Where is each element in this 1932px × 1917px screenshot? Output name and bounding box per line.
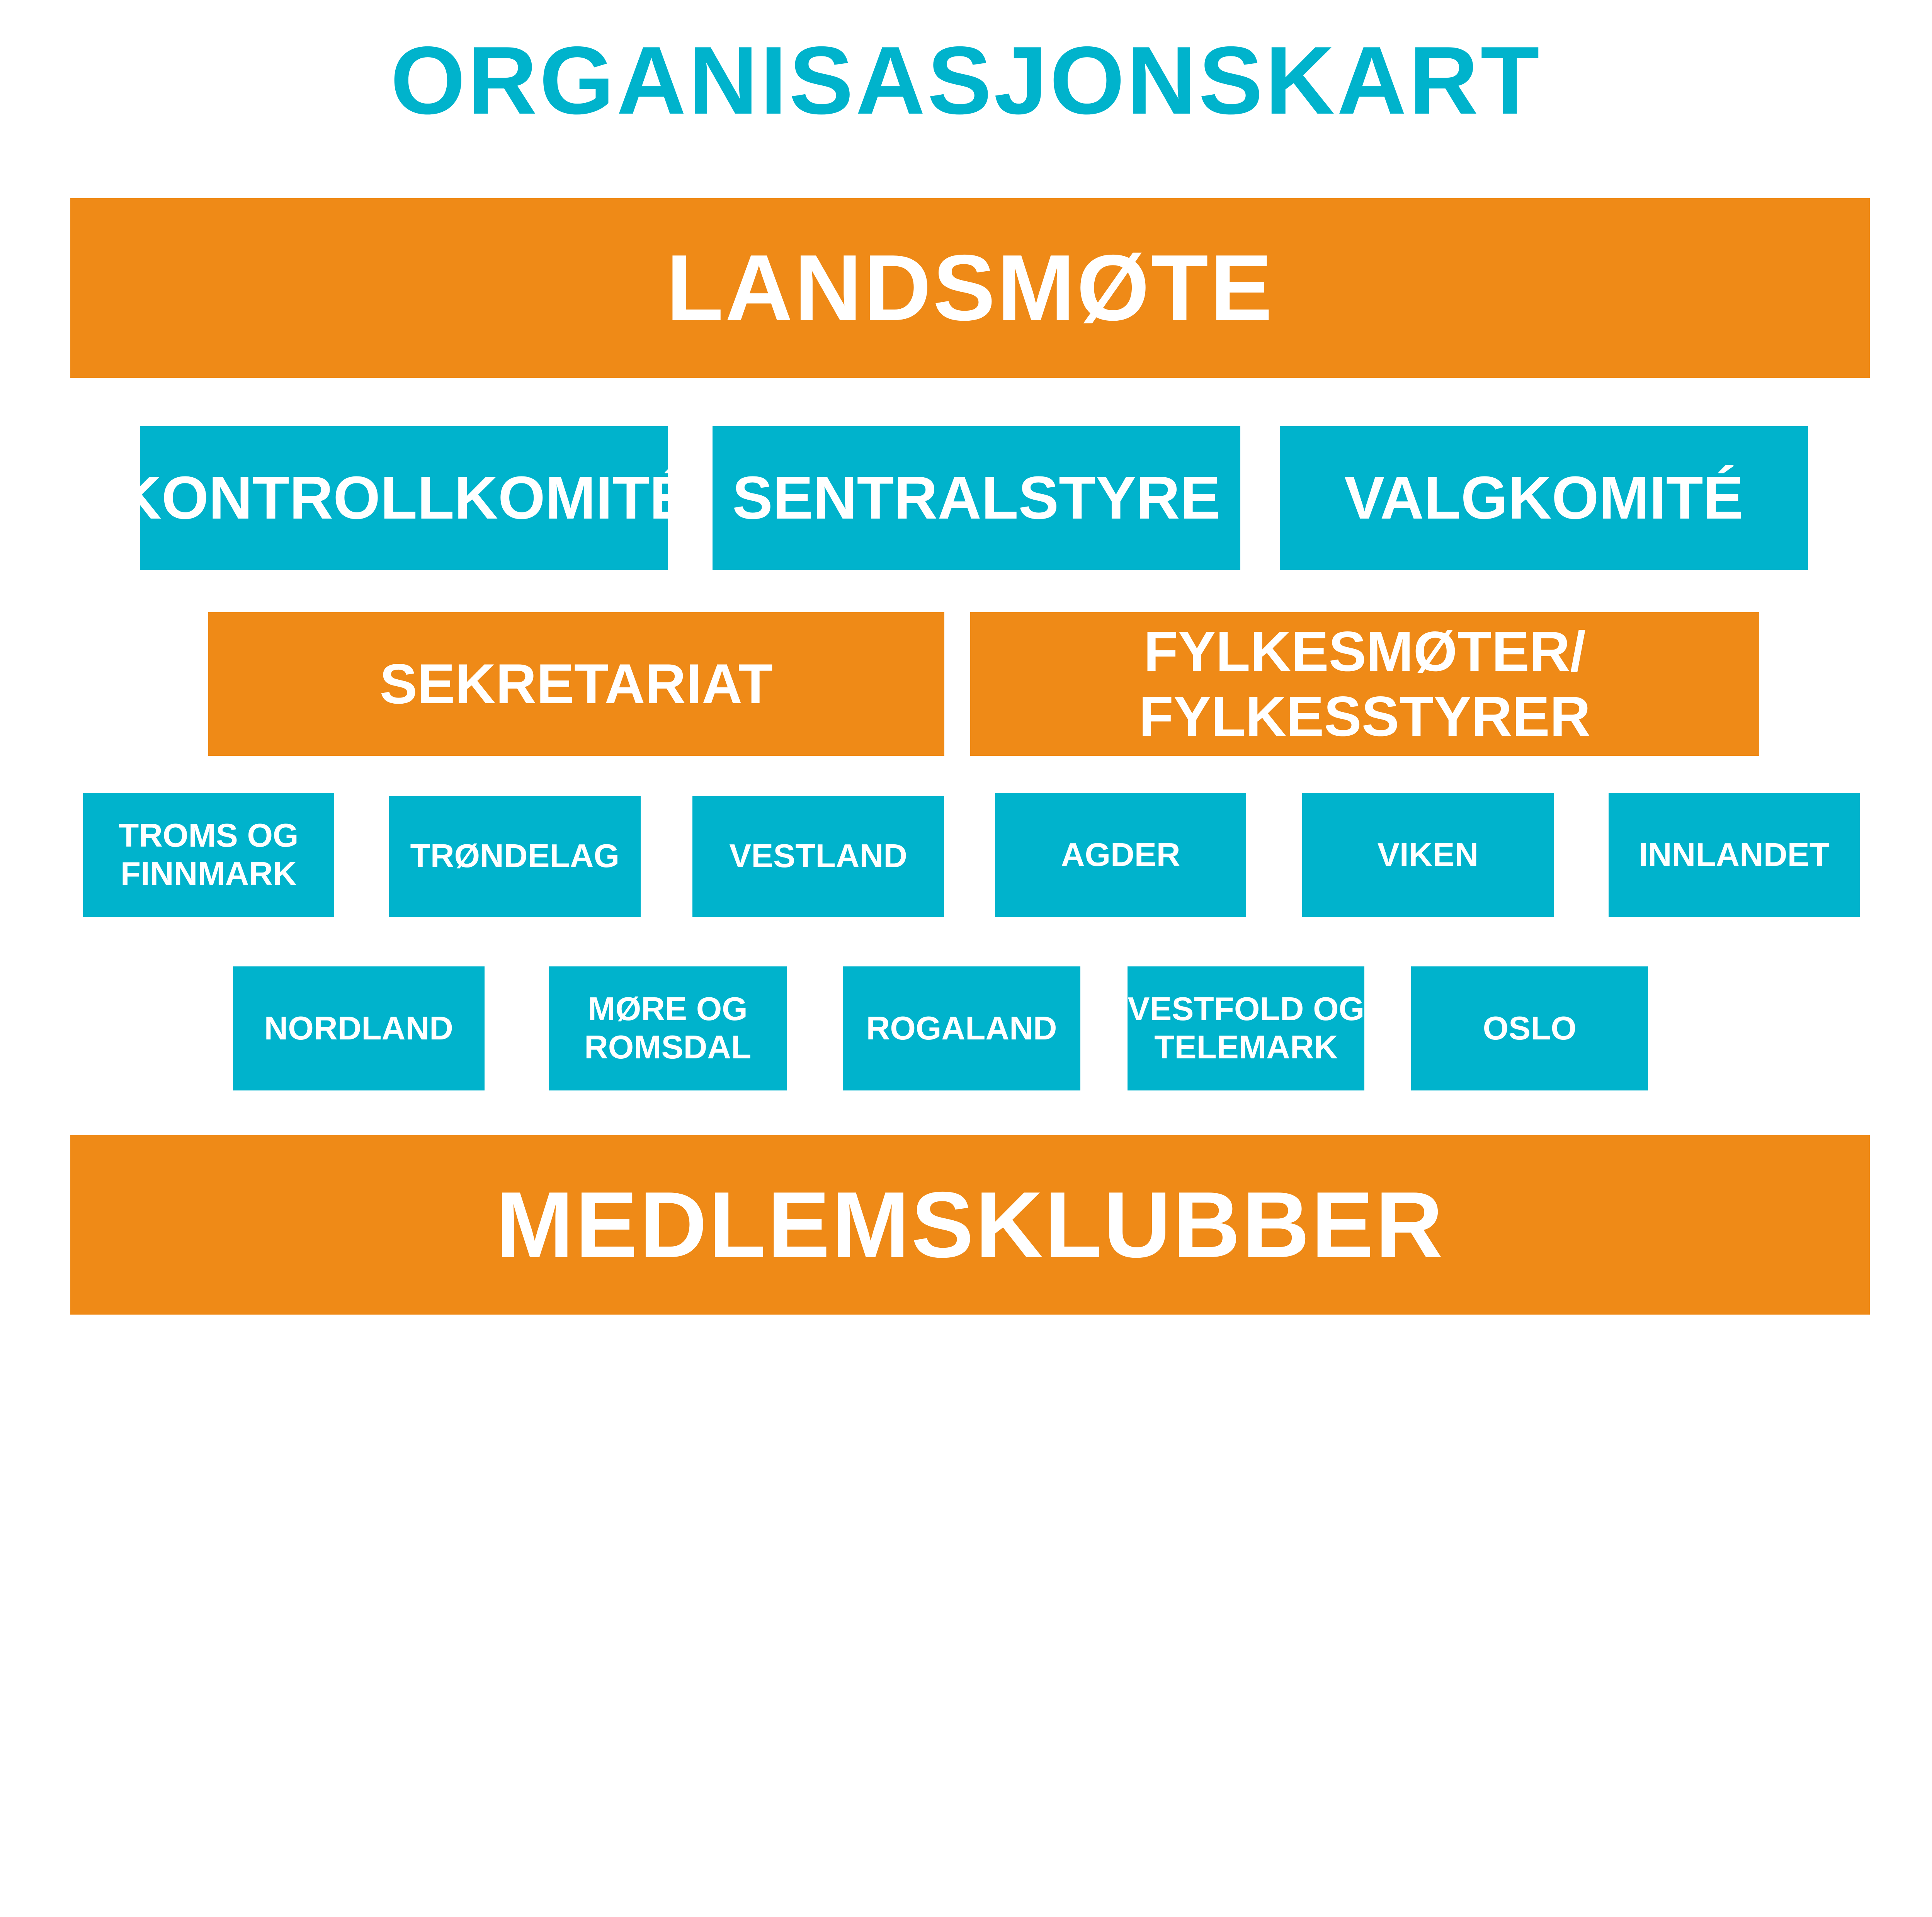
valgkomite-box: VALGKOMITÉ <box>1280 426 1808 570</box>
county-box: VESTLAND <box>692 796 944 917</box>
chart-title: ORGANISASJONSKART <box>390 26 1542 134</box>
county-box: NORDLAND <box>233 966 485 1091</box>
fylkesmoter-box: FYLKESMØTER/ FYLKESSTYRER <box>970 612 1760 756</box>
county-box: INNLANDET <box>1608 793 1860 917</box>
county-box: VIKEN <box>1302 793 1554 917</box>
org-chart: ORGANISASJONSKART LANDSMØTE KONTROLLKOMI… <box>70 26 1870 1315</box>
landsmote-box: LANDSMØTE <box>70 198 1870 378</box>
county-box: MØRE OG ROMSDAL <box>549 966 787 1091</box>
medlemsklubber-box: MEDLEMSKLUBBER <box>70 1135 1870 1315</box>
county-box: TRØNDELAG <box>389 796 641 917</box>
county-box: ROGALAND <box>842 966 1081 1091</box>
county-box: TROMS OG FINNMARK <box>83 793 335 917</box>
kontrollkomite-box: KONTROLLKOMITÉ <box>118 426 690 570</box>
county-box: OSLO <box>1411 966 1648 1091</box>
county-box: VESTFOLD OG TELEMARK <box>1128 966 1365 1091</box>
county-box: AGDER <box>995 793 1247 917</box>
sentralstyre-box: SENTRALSTYRE <box>712 426 1240 570</box>
sekretariat-box: SEKRETARIAT <box>208 612 944 756</box>
